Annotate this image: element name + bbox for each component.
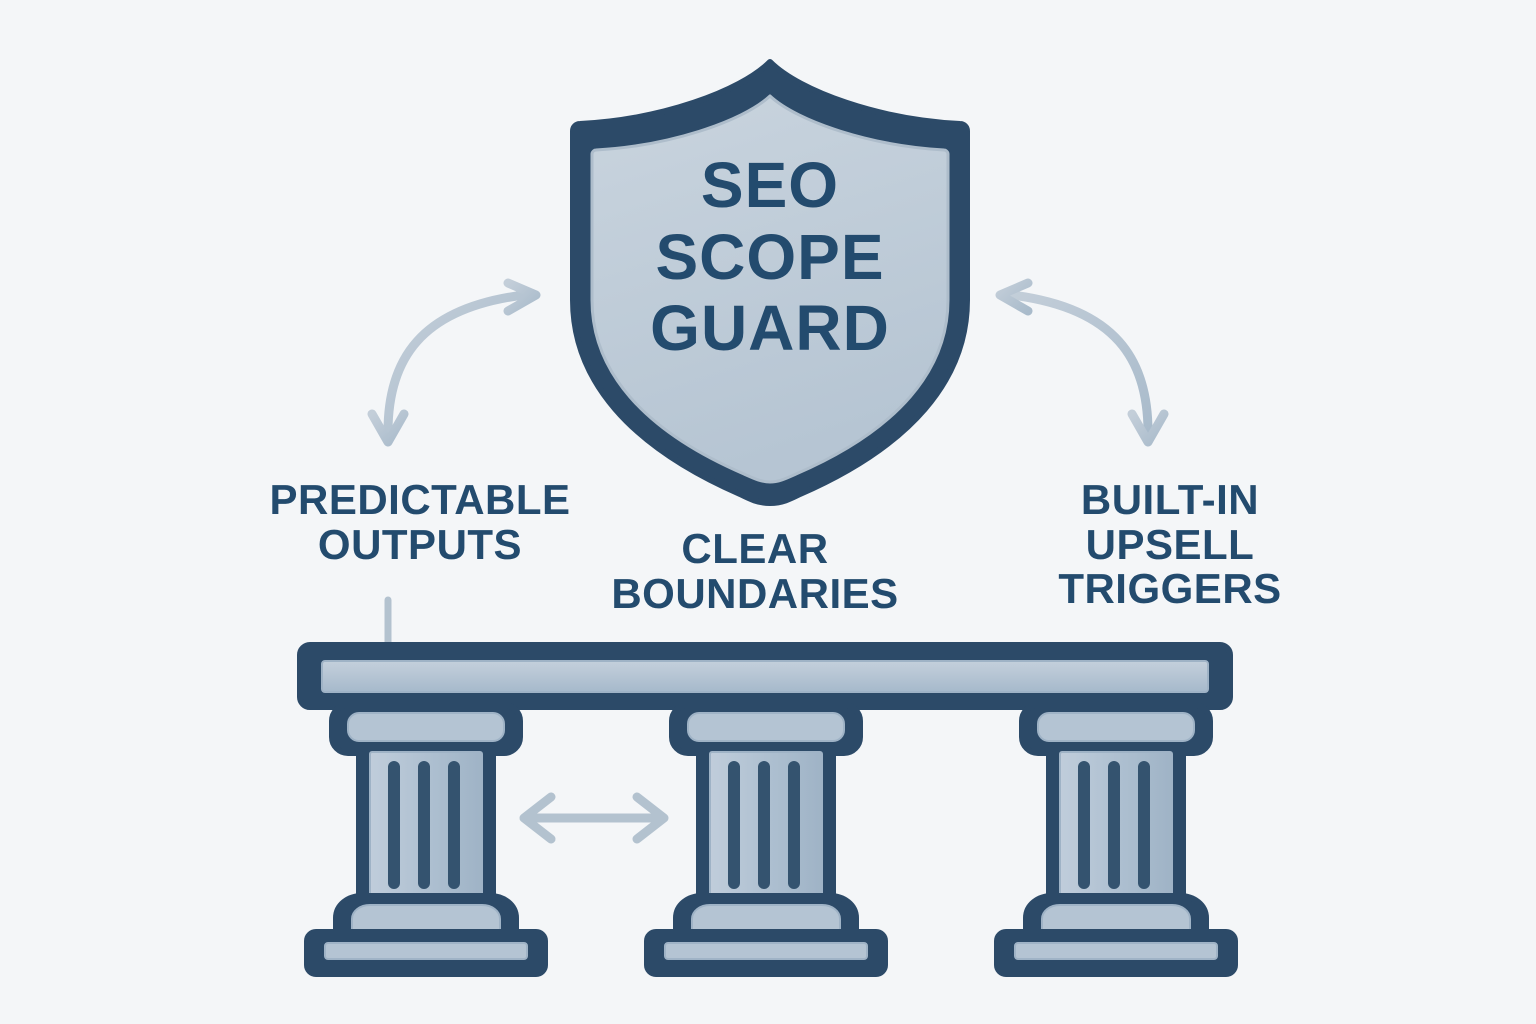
label-clear-boundaries: CLEAR BOUNDARIES xyxy=(611,525,899,617)
column-center-capital-inlay xyxy=(687,712,845,742)
shield-title: SEO SCOPE GUARD xyxy=(650,149,890,365)
column-right-base-torus-inlay xyxy=(1041,904,1191,932)
column-center-plinth-inlay xyxy=(664,942,868,960)
column-right-flute-1 xyxy=(1078,761,1090,889)
column-left-flute-3 xyxy=(448,761,460,889)
shield-group xyxy=(570,59,970,506)
architrave-beam-inlay xyxy=(321,660,1209,693)
label-predictable-outputs: PREDICTABLE OUTPUTS xyxy=(269,476,571,568)
column-left-plinth-inlay xyxy=(324,942,528,960)
column-center-base-torus-inlay xyxy=(691,904,841,932)
spacing-arrow-head-right xyxy=(632,792,669,844)
curved-arrow-right xyxy=(995,278,1169,447)
shield-inner-face xyxy=(590,94,950,484)
curved-arrow-left xyxy=(367,278,541,447)
column-right-capital-inlay xyxy=(1037,712,1195,742)
curved-arrow-right-head-down xyxy=(1127,409,1169,447)
spacing-arrow-horizontal xyxy=(519,792,669,844)
column-right-flute-3 xyxy=(1138,761,1150,889)
curved-arrow-right-shaft xyxy=(1007,290,1153,437)
column-right-plinth-inlay xyxy=(1014,942,1218,960)
column-right xyxy=(994,702,1238,977)
column-left-capital-inlay xyxy=(347,712,505,742)
column-left-flute-1 xyxy=(388,761,400,889)
curved-arrow-left-shaft xyxy=(383,290,529,437)
spacing-arrow-head-left xyxy=(519,792,556,844)
label-built-in-upsell-triggers: BUILT-IN UPSELL TRIGGERS xyxy=(1058,476,1282,613)
curved-arrow-left-head-up xyxy=(503,278,541,316)
column-left-flute-2 xyxy=(418,761,430,889)
curved-arrow-right-head-up xyxy=(995,278,1033,316)
column-left xyxy=(304,702,548,977)
column-center xyxy=(644,702,888,977)
curved-arrow-left-head-down xyxy=(367,409,409,447)
column-center-flute-3 xyxy=(788,761,800,889)
column-left-base-torus-inlay xyxy=(351,904,501,932)
column-center-flute-1 xyxy=(728,761,740,889)
column-right-flute-2 xyxy=(1108,761,1120,889)
architrave-beam xyxy=(297,642,1233,710)
column-center-flute-2 xyxy=(758,761,770,889)
